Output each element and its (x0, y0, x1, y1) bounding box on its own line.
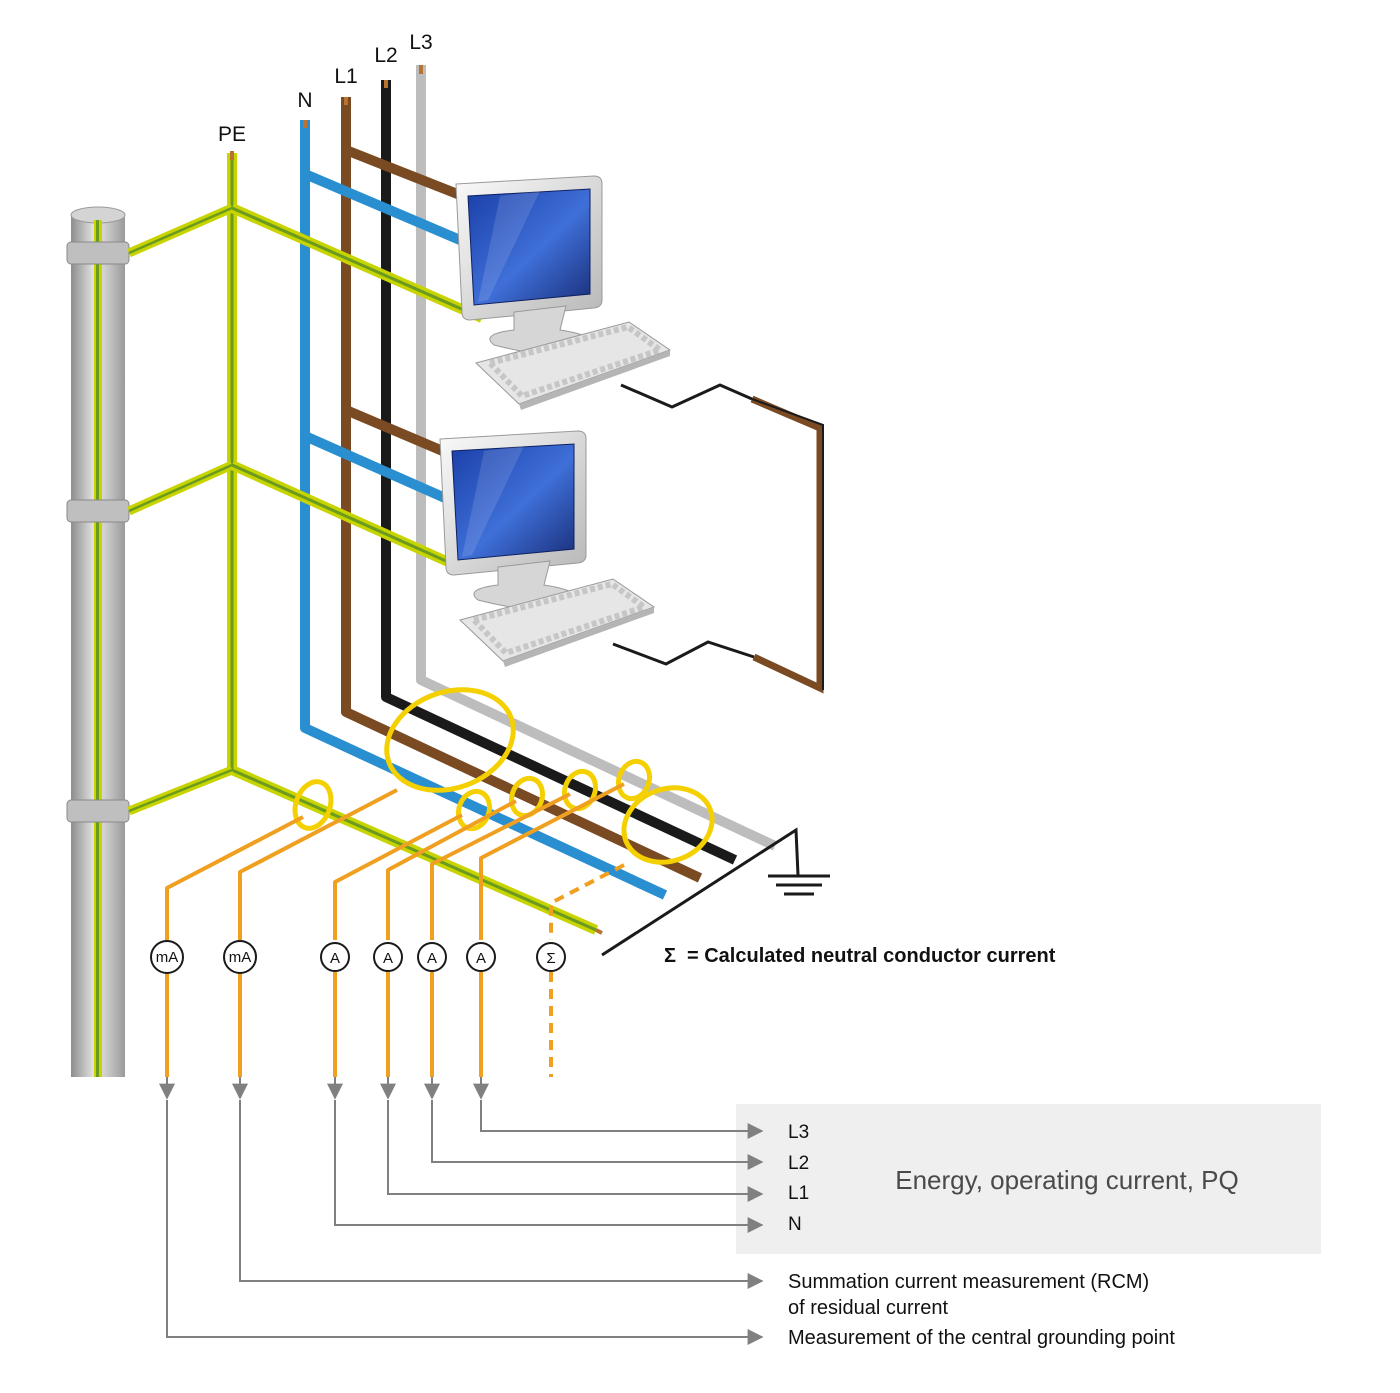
panel-title: Energy, operating current, PQ (895, 1165, 1238, 1195)
computer-2 (439, 430, 656, 667)
label-l1: L1 (334, 65, 357, 88)
ct-summation-ring (384, 687, 516, 793)
keyboard-2 (459, 578, 656, 667)
label-l3: L3 (409, 31, 432, 54)
ct-l2-ring (561, 768, 599, 812)
meter-sigma: Σ (536, 942, 566, 972)
keyboard-1 (475, 321, 672, 410)
svg-text:A: A (383, 950, 393, 967)
pc2-feed (229, 405, 469, 575)
svg-text:Σ: Σ (546, 950, 555, 967)
signal-lines (165, 782, 625, 1077)
label-pe: PE (218, 123, 246, 146)
computer-1 (455, 175, 672, 410)
panel-label-l3: L3 (788, 1122, 809, 1143)
ct-grounding-ring (621, 785, 715, 865)
conductor-n (300, 120, 668, 900)
sigma-note-text: = Calculated neutral conductor current (687, 945, 1056, 967)
label-l2: L2 (374, 44, 397, 67)
meter-a-l1: A (373, 942, 403, 972)
svg-text:mA: mA (156, 949, 179, 966)
conductor-l1 (341, 97, 703, 883)
pe-bonding (127, 203, 234, 816)
label-n: N (297, 89, 312, 112)
conductor-l2 (381, 80, 738, 865)
svg-text:A: A (476, 950, 486, 967)
output-arrows (159, 1077, 764, 1345)
grounding-pole (66, 206, 130, 1077)
sigma-note-symbol: Σ (664, 945, 676, 967)
note-rcm-line1: Summation current measurement (RCM) (788, 1271, 1149, 1293)
ct-l1-ring (508, 775, 546, 819)
panel-label-n: N (788, 1214, 802, 1235)
panel-label-l2: L2 (788, 1153, 809, 1174)
svg-text:A: A (330, 950, 340, 967)
pc1-feed (229, 145, 485, 323)
meter-ma-grounding: mA (150, 940, 184, 974)
ct-pe-ring (292, 779, 334, 831)
earth-ground (601, 827, 830, 957)
svg-text:A: A (427, 950, 437, 967)
meter-a-l3: A (466, 942, 496, 972)
meter-a-n: A (320, 942, 350, 972)
meter-a-l2: A (417, 942, 447, 972)
note-grounding: Measurement of the central grounding poi… (788, 1327, 1175, 1349)
svg-text:mA: mA (229, 949, 252, 966)
meter-ma-rcm: mA (223, 940, 257, 974)
panel-background (736, 1104, 1321, 1254)
ct-l3-ring (615, 758, 653, 802)
panel-label-l1: L1 (788, 1183, 809, 1204)
data-cable (612, 383, 824, 694)
note-rcm-line2: of residual current (788, 1297, 949, 1319)
